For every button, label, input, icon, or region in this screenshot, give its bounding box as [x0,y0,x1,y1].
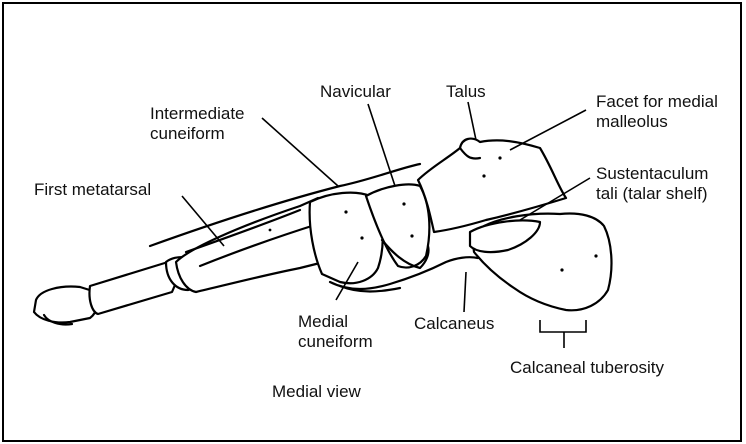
label-talus: Talus [446,82,486,102]
leader-talus [468,102,476,140]
leader-intermediate [262,118,338,186]
label-sustentaculum-line1: Sustentaculum [596,164,708,184]
bracket-calcaneal-tuberosity [540,320,586,348]
label-first-metatarsal: First metatarsal [34,180,151,200]
leader-first-metatarsal [182,196,224,246]
leader-navicular [368,104,395,186]
label-intermediate-cuneiform: Intermediate cuneiform [150,104,245,144]
label-sustentaculum-line2: tali (talar shelf) [596,184,708,204]
label-medial-line2: cuneiform [298,332,373,352]
label-sustentaculum-tali: Sustentaculum tali (talar shelf) [596,164,708,204]
label-calcaneus: Calcaneus [414,314,494,334]
label-facet-line1: Facet for medial [596,92,718,112]
label-medial-line1: Medial [298,312,373,332]
label-calcaneal-tuberosity: Calcaneal tuberosity [510,358,664,378]
label-navicular: Navicular [320,82,391,102]
leader-facet [510,110,586,150]
label-intermediate-line2: cuneiform [150,124,245,144]
label-medial-cuneiform: Medial cuneiform [298,312,373,352]
label-medial-view: Medial view [272,382,361,402]
proximal-phalanx [89,262,178,314]
label-facet-line2: malleolus [596,112,718,132]
label-facet-medial-malleolus: Facet for medial malleolus [596,92,718,132]
leader-calcaneus [464,272,466,312]
label-intermediate-line1: Intermediate [150,104,245,124]
